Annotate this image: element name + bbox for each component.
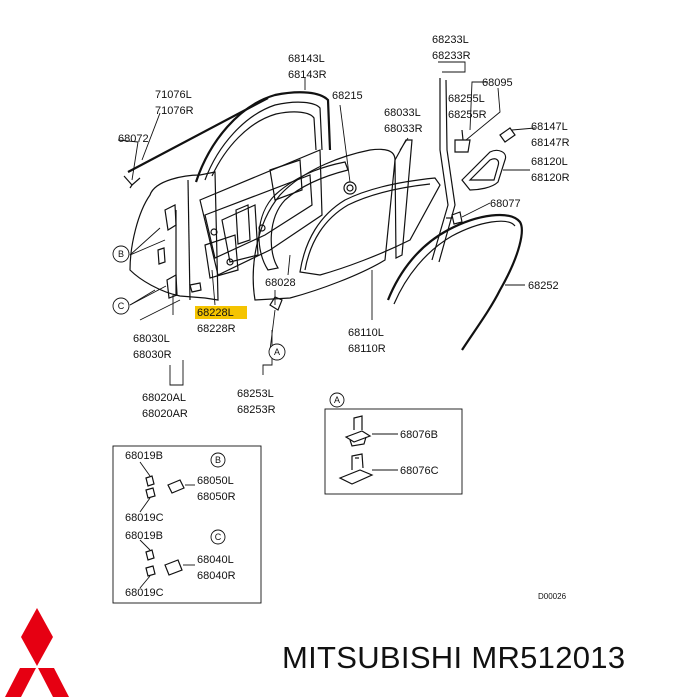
label-68255r: 68255R: [448, 109, 487, 121]
svg-text:C: C: [215, 532, 222, 542]
label-68077: 68077: [490, 198, 521, 210]
label-68050r: 68050R: [197, 491, 236, 503]
label-68120r: 68120R: [531, 172, 570, 184]
leader-lines: [117, 61, 536, 386]
label-68030l: 68030L: [133, 333, 170, 345]
callout-b-main: B: [112, 245, 130, 263]
label-68050l: 68050L: [197, 475, 234, 487]
label-68020ar: 68020AR: [142, 408, 188, 420]
mitsubishi-logo-icon: [5, 608, 69, 697]
callout-c-main: C: [112, 297, 130, 315]
callout-a-detail: A: [329, 392, 345, 408]
label-68233r: 68233R: [432, 50, 471, 62]
svg-text:B: B: [215, 455, 221, 465]
label-68253r: 68253R: [237, 404, 276, 416]
label-68233l: 68233L: [432, 34, 469, 46]
callout-b-detail: B: [210, 452, 226, 468]
label-68120l: 68120L: [531, 156, 568, 168]
brand-part-number: MITSUBISHI MR512013: [282, 640, 626, 675]
callout-c-detail: C: [210, 529, 226, 545]
label-68095: 68095: [482, 77, 513, 89]
label-68019b-c: 68019B: [125, 530, 163, 542]
label-68147r: 68147R: [531, 137, 570, 149]
svg-text:C: C: [118, 301, 125, 311]
label-68147l: 68147L: [531, 121, 568, 133]
label-68255l: 68255L: [448, 93, 485, 105]
label-68215: 68215: [332, 90, 363, 102]
label-68033r: 68033R: [384, 123, 423, 135]
label-68110r: 68110R: [348, 343, 386, 355]
label-68076b: 68076B: [400, 429, 438, 441]
label-68040l: 68040L: [197, 554, 234, 566]
label-68019c-b: 68019C: [125, 512, 164, 524]
svg-text:A: A: [334, 395, 340, 405]
label-68072: 68072: [118, 133, 149, 145]
label-68040r: 68040R: [197, 570, 236, 582]
label-68143r: 68143R: [288, 69, 327, 81]
label-68030r: 68030R: [133, 349, 172, 361]
detail-bc-box: B C 68019B 68050L 68050R 68019C 68019B 6…: [112, 445, 262, 604]
label-68110l: 68110L: [348, 327, 384, 339]
label-68033l: 68033L: [384, 107, 421, 119]
label-71076l: 71076L: [155, 89, 192, 101]
label-68252: 68252: [528, 280, 559, 292]
label-71076r: 71076R: [155, 105, 194, 117]
callout-a-main: A: [268, 343, 286, 361]
label-68020al: 68020AL: [142, 392, 186, 404]
label-68076c: 68076C: [400, 465, 439, 477]
label-68228r: 68228R: [197, 323, 236, 335]
svg-text:B: B: [118, 249, 124, 259]
part-labels: 71076L 71076R 68072 68143L 68143R 68215 …: [118, 34, 570, 420]
label-68253l: 68253L: [237, 388, 274, 400]
label-68228l: 68228L: [197, 307, 234, 319]
svg-text:A: A: [274, 347, 280, 357]
label-68143l: 68143L: [288, 53, 325, 65]
label-68019b-b: 68019B: [125, 450, 163, 462]
diagram-code: D00026: [538, 592, 567, 601]
label-68019c-c: 68019C: [125, 587, 164, 599]
detail-a-box: A 68076B 68076C: [324, 392, 463, 495]
highlight-68228l: [195, 306, 247, 319]
label-68028: 68028: [265, 277, 296, 289]
